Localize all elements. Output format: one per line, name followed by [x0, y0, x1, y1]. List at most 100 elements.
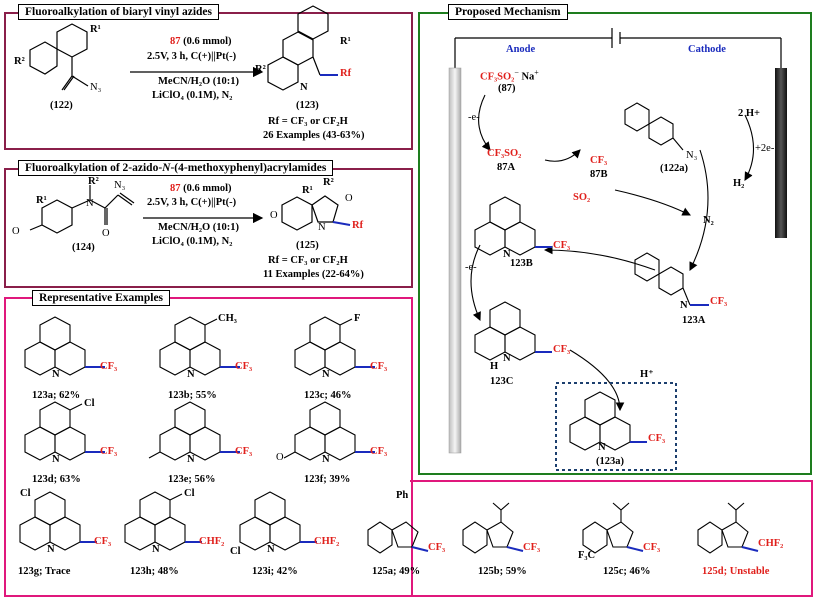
- biaryl-rf: Rf: [340, 68, 352, 79]
- mech-reagent: CF₃SO₂− Na+: [480, 68, 539, 83]
- ex-123c-sub: CF₃: [370, 361, 388, 372]
- ex-123h-sub: CHF₂: [199, 536, 225, 547]
- mech-structures: [474, 102, 709, 451]
- ex-123i-extra: Cl: [230, 546, 241, 557]
- mech-minus-e1: -e-: [468, 112, 480, 123]
- biaryl-cond2: MeCN/H₂O (10:1): [158, 76, 240, 87]
- ex-123b-sub: CF₃: [235, 361, 253, 372]
- mech-reagent-label: (87): [498, 83, 516, 94]
- ex-123g-extra: Cl: [20, 488, 31, 499]
- acryl-n3: N₃: [114, 180, 126, 191]
- panel-mechanism: [418, 12, 812, 475]
- product-box: [555, 382, 677, 471]
- ex-125c-sub: CF₃: [643, 542, 661, 553]
- ex-123c-label: 123c; 46%: [304, 390, 352, 401]
- biaryl-sm-label: (122): [50, 100, 73, 111]
- panel-examples: [4, 297, 413, 597]
- ex-123a-label: 123a; 62%: [32, 390, 81, 401]
- mech-h2: H₂: [733, 178, 745, 189]
- structure-124: [29, 185, 135, 234]
- mech-plus2e: +2e-: [755, 143, 775, 154]
- structure-125: [281, 195, 351, 231]
- acryl-o2: O: [102, 228, 110, 239]
- ex-123e-n: N: [187, 454, 195, 465]
- ex-123f-extra: O: [276, 452, 284, 463]
- ex-123g-n: N: [47, 544, 55, 555]
- acryl-prod-o2: O: [345, 193, 353, 204]
- ex-125d-sub: CHF₂: [758, 538, 784, 549]
- ex-123f-label: 123f; 39%: [304, 474, 351, 485]
- ex-123d-n: N: [52, 454, 60, 465]
- biaryl-n3: N₃: [90, 82, 102, 93]
- acryl-sm-label: (124): [72, 242, 95, 253]
- ex-123c-extra: F: [354, 313, 361, 324]
- ex-123d-sub: CF₃: [100, 446, 118, 457]
- panel-acrylamide-title: Fluoroalkylation of 2-azido-N-(4-methoxy…: [18, 160, 334, 176]
- panel-examples-bottom: [410, 480, 813, 597]
- acryl-prod-r1: R¹: [302, 185, 313, 196]
- acryl-cond2: MeCN/H₂O (10:1): [158, 222, 240, 233]
- biaryl-examples: 26 Examples (43-63%): [263, 130, 365, 141]
- biaryl-r2: R²: [14, 56, 25, 67]
- ex-123e-label: 123e; 56%: [168, 474, 216, 485]
- biaryl-reagent: 87 (0.6 mmol): [170, 36, 232, 47]
- acryl-cond3: LiClO₄ (0.1M), N₂: [152, 236, 233, 247]
- ex-123b-extra: CH₃: [218, 313, 237, 324]
- ex-123c-n: N: [322, 369, 330, 380]
- biaryl-rf-note: Rf = CF₃ or CF₂H: [268, 116, 348, 127]
- acryl-prod-n: N: [318, 222, 326, 233]
- ex-125a-sub: CF₃: [428, 542, 446, 553]
- mech-product-n: N: [598, 442, 606, 453]
- mech-123c-cf3: CF₃: [553, 344, 571, 355]
- acryl-rf-note: Rf = CF₃ or CF₂H: [268, 255, 348, 266]
- ex-123i-label: 123i; 42%: [252, 566, 298, 577]
- ex-123h-label: 123h; 48%: [130, 566, 179, 577]
- structure-122: [29, 23, 89, 91]
- biaryl-prod-r1: R¹: [340, 36, 351, 47]
- acryl-cond1: 2.5V, 3 h, C(+)||Pt(-): [147, 197, 237, 208]
- ex-125a-label: 125a; 49%: [372, 566, 421, 577]
- mech-87a-label: 87A: [497, 162, 516, 173]
- mech-87b: CF₃: [590, 155, 608, 166]
- ex-123h-n: N: [152, 544, 160, 555]
- acryl-prod-o: O: [270, 210, 278, 221]
- ex-125a-extra: Ph: [396, 490, 409, 501]
- panel-mechanism-title: Proposed Mechanism: [448, 4, 568, 20]
- mech-minus-e2: -e-: [465, 262, 477, 273]
- ex-123g-sub: CF₃: [94, 536, 112, 547]
- acryl-o: O: [12, 226, 20, 237]
- ex-123e-sub: CF₃: [235, 446, 253, 457]
- ex-123d-extra: Cl: [84, 398, 95, 409]
- ex-125b-label: 125b; 59%: [478, 566, 527, 577]
- mech-123a-cf3: CF₃: [710, 296, 728, 307]
- cathode-electrode: [775, 68, 787, 238]
- ex-125c-extra: F₃C: [578, 550, 596, 561]
- acryl-n: N: [86, 198, 94, 209]
- anode-electrode: [448, 67, 462, 454]
- ex-123a-sub: CF₃: [100, 361, 118, 372]
- biaryl-cond1: 2.5V, 3 h, C(+)||Pt(-): [147, 51, 237, 62]
- acryl-rf: Rf: [352, 220, 364, 231]
- mech-123b-n: N: [503, 249, 511, 260]
- ex-125d-label: 125d; Unstable: [702, 566, 770, 577]
- acryl-examples: 11 Examples (22-64%): [263, 269, 364, 280]
- ex-123g-label: 123g; Trace: [18, 566, 71, 577]
- panel-examples-title: Representative Examples: [32, 290, 171, 306]
- ex-123a-n: N: [52, 369, 60, 380]
- ex-123i-sub: CHF₂: [314, 536, 340, 547]
- mech-123c-h: H: [490, 361, 499, 372]
- mech-87b-label: 87B: [590, 169, 608, 180]
- mech-87a: CF₃SO₂: [487, 148, 522, 159]
- mech-122a-label: (122a): [660, 163, 688, 174]
- biaryl-prod-label: (123): [296, 100, 319, 111]
- mech-123a-n: N: [680, 300, 688, 311]
- mech-123a-label: 123A: [682, 315, 706, 326]
- acryl-prod-r2: R²: [323, 177, 334, 188]
- example-structures: [19, 316, 759, 554]
- ex-123h-extra: Cl: [184, 488, 195, 499]
- mech-so2: SO₂: [573, 192, 591, 203]
- mech-123c-label: 123C: [490, 376, 514, 387]
- mechanism-arrows: [470, 94, 754, 412]
- ex-123i-n: N: [267, 544, 275, 555]
